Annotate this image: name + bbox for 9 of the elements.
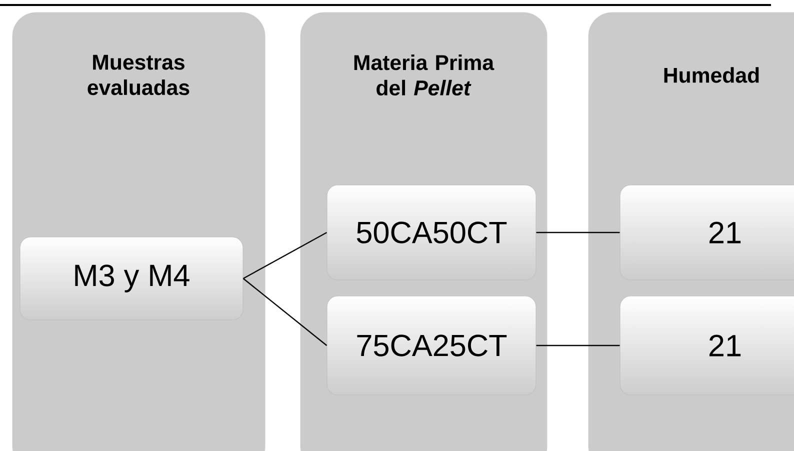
connector-line: [536, 344, 620, 346]
connector-line: [242, 278, 328, 346]
item-box: 21: [620, 184, 794, 280]
connector-line: [536, 232, 620, 234]
item-box: M3 y M4: [20, 236, 244, 320]
item-box: 21: [620, 296, 794, 396]
item-box: 75CA25CT: [326, 296, 536, 396]
connector-line: [242, 232, 328, 280]
item-box: 50CA50CT: [326, 184, 536, 280]
